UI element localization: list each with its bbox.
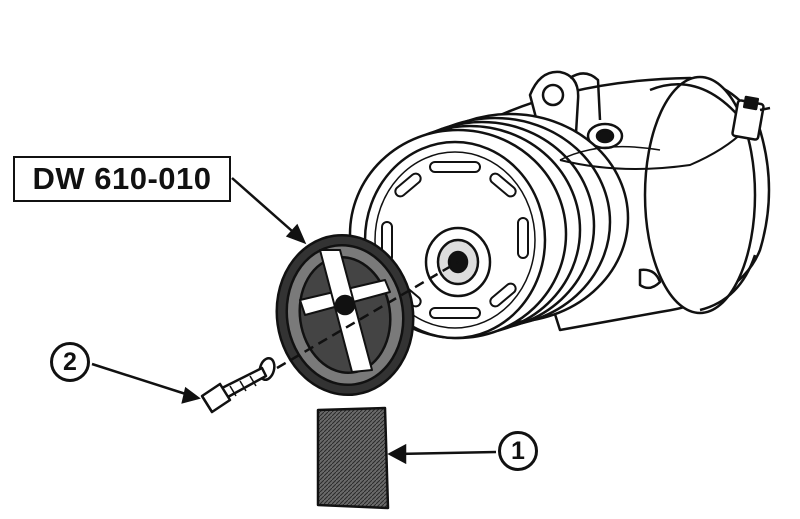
bolt-illustration [200, 356, 276, 414]
callout-2: 2 [50, 342, 90, 382]
compressor-illustration [348, 70, 771, 340]
holding-tool-illustration [275, 233, 415, 510]
assembly-axis-line [276, 260, 459, 370]
leader-lines [91, 177, 497, 465]
callout-1: 1 [498, 431, 538, 471]
tool-handle [316, 406, 390, 510]
tool-number-label: DW 610-010 [13, 156, 231, 202]
